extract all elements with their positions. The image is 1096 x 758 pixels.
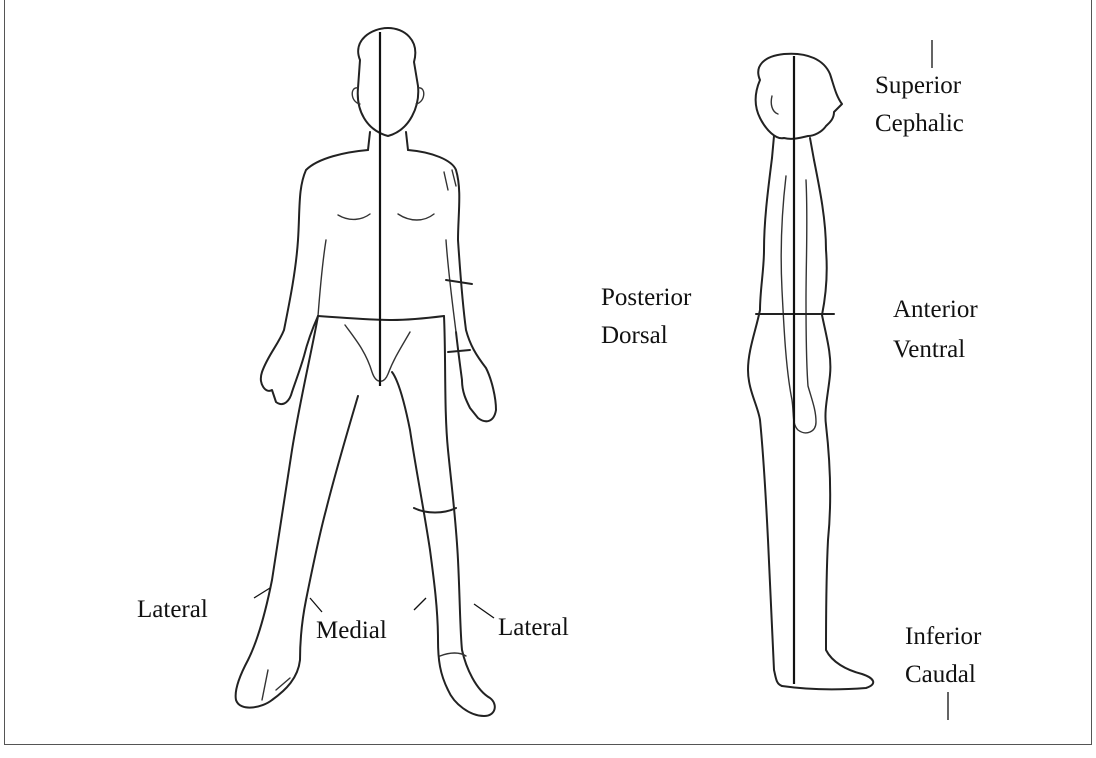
- front-torso: [261, 150, 368, 404]
- label-lateral-left: Lateral: [137, 594, 208, 625]
- leader-lateral-right: [474, 604, 494, 618]
- label-dorsal: Dorsal: [601, 320, 668, 351]
- leader-medial: [310, 598, 322, 612]
- leader-lateral-center: [414, 598, 426, 610]
- label-lateral-right: Lateral: [498, 612, 569, 643]
- label-ventral: Ventral: [893, 334, 965, 365]
- side-head: [756, 54, 843, 139]
- label-inferior: Inferior: [905, 621, 981, 652]
- side-front: [782, 160, 873, 689]
- side-view-figure: [748, 54, 873, 690]
- label-medial: Medial: [316, 615, 387, 646]
- label-caudal: Caudal: [905, 659, 976, 690]
- front-head: [358, 28, 419, 136]
- side-arm: [781, 176, 816, 433]
- label-anterior: Anterior: [893, 294, 978, 325]
- front-left-leg: [236, 316, 358, 708]
- front-right-leg: [392, 316, 495, 716]
- label-superior: Superior: [875, 70, 961, 101]
- front-view-figure: [236, 28, 496, 716]
- label-cephalic: Cephalic: [875, 108, 964, 139]
- side-back: [748, 158, 782, 686]
- label-posterior: Posterior: [601, 282, 691, 313]
